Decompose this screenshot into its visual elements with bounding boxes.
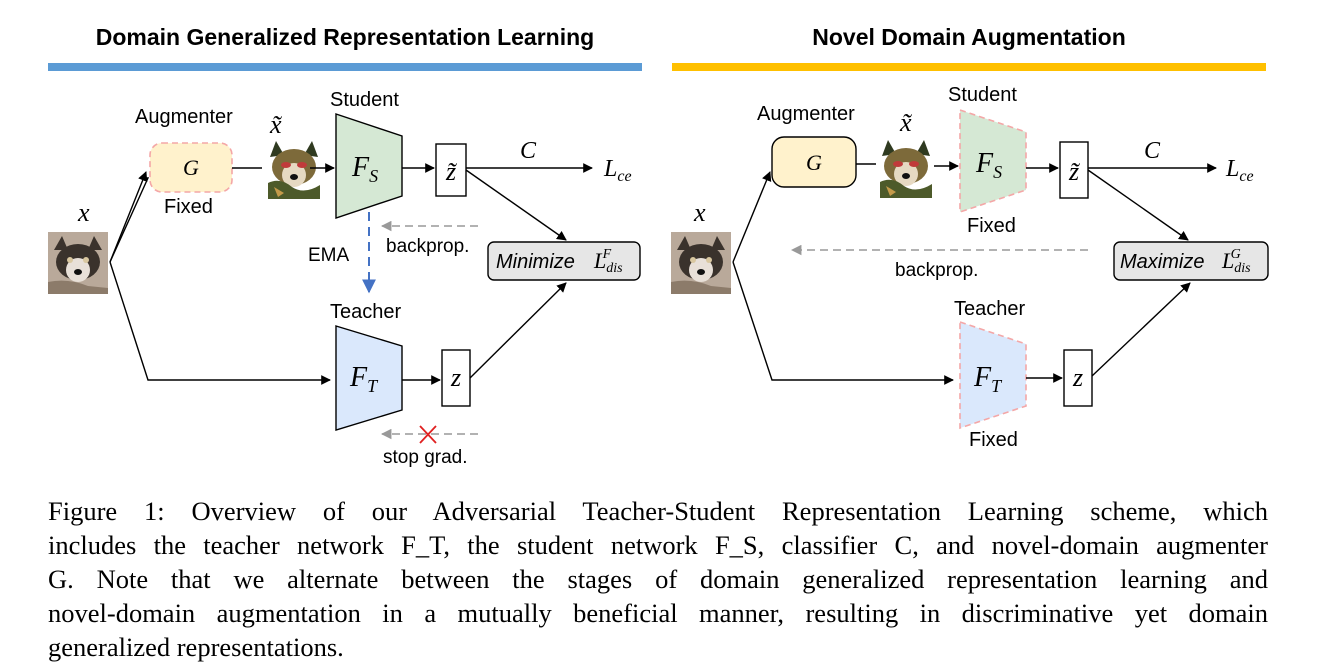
caption-line-2: includes the teacher network F_T, the st…	[48, 530, 1268, 560]
augmenter-symbol: G	[183, 155, 199, 180]
teacher-label: Teacher	[330, 301, 401, 323]
student-network-right	[959, 108, 1027, 214]
classifier-label-right: C	[1144, 138, 1161, 164]
figure-caption: Figure 1: Overview of our Adversarial Te…	[48, 494, 1268, 664]
augmenter-symbol-right: G	[806, 150, 822, 175]
backprop-label-right: backprop.	[895, 260, 978, 281]
student-symbol: FS	[351, 152, 378, 186]
student-network	[335, 113, 403, 219]
stop-grad-label: stop grad.	[383, 447, 468, 468]
augmenter-block-right	[771, 136, 857, 188]
left-panel: x Augmenter G Fixed x̃ Student FS z̃ C L…	[48, 89, 641, 468]
teacher-label-right: Teacher	[954, 298, 1025, 320]
loss-ce-label: Lce	[603, 156, 632, 185]
panel-title-left: Domain Generalized Representation Learni…	[95, 24, 595, 50]
student-feature-box	[435, 143, 467, 197]
edge-ztilde-to-objective-right	[1087, 169, 1189, 241]
input-x-label-right: x	[693, 198, 706, 227]
classifier-label: C	[520, 138, 537, 164]
objective-minimize-label: Minimize	[496, 251, 575, 273]
teacher-network-right	[959, 320, 1027, 430]
student-label: Student	[330, 89, 399, 111]
objective-maximize-label: Maximize	[1120, 251, 1204, 273]
edge-x-augmenter-arrow	[109, 171, 148, 263]
edge-x-augmenter-right	[732, 171, 772, 263]
teacher-feature-label-right: z	[1072, 363, 1083, 392]
student-symbol-right: FS	[975, 148, 1002, 182]
stop-grad-cross-2	[419, 425, 437, 444]
edge-z-to-objective-right	[1091, 282, 1191, 377]
loss-dis-label-right: LdisG	[1221, 247, 1251, 276]
input-image	[48, 232, 108, 294]
objective-minimize-box	[487, 241, 641, 281]
objective-maximize-box	[1113, 241, 1269, 281]
input-image-right	[671, 232, 731, 294]
edge-x-to-teacher	[109, 261, 331, 385]
caption-line-4: novel-domain augmentation in a mutually …	[48, 598, 1268, 628]
augmented-input-label: x̃	[269, 110, 283, 139]
student-label-right: Student	[948, 84, 1017, 106]
backprop-label: backprop.	[386, 236, 469, 257]
augmenter-fixed-label: Fixed	[164, 196, 213, 218]
augmented-image-right	[876, 136, 936, 198]
caption-line-5: generalized representations.	[48, 632, 344, 662]
panel-bar-right	[672, 63, 1266, 71]
augmented-input-label-right: x̃	[899, 108, 913, 137]
right-panel: x Augmenter G x̃ Student FS Fixed z̃ C L…	[671, 84, 1269, 451]
student-feature-box-right	[1059, 141, 1089, 199]
panel-bar-left	[48, 63, 642, 71]
student-feature-label-right: z̃	[1068, 157, 1081, 186]
edge-z-to-objective	[469, 282, 567, 379]
caption-line-1: Figure 1: Overview of our Adversarial Te…	[48, 496, 1268, 526]
loss-dis-label: LdisF	[593, 247, 623, 276]
panel-title-right: Novel Domain Augmentation	[812, 24, 1126, 50]
framework-diagram: x Augmenter G Fixed x̃ Student FS z̃ C L…	[48, 84, 1269, 468]
student-feature-label: z̃	[445, 157, 458, 186]
teacher-network	[335, 325, 403, 431]
augmenter-block	[149, 142, 233, 193]
teacher-symbol: FT	[349, 362, 379, 396]
edge-x-to-teacher-right	[732, 261, 954, 385]
ema-label: EMA	[308, 245, 350, 266]
student-fixed-label-right: Fixed	[967, 215, 1016, 237]
teacher-feature-box-right	[1063, 349, 1093, 407]
loss-ce-label-right: Lce	[1225, 156, 1254, 185]
teacher-symbol-right: FT	[973, 362, 1003, 396]
augmenter-label: Augmenter	[135, 106, 233, 128]
caption-line-3: G. Note that we alternate between the st…	[48, 564, 1268, 594]
input-x-label: x	[77, 198, 90, 227]
teacher-fixed-label-right: Fixed	[969, 429, 1018, 451]
augmenter-label-right: Augmenter	[757, 103, 855, 125]
teacher-feature-label: z	[450, 363, 461, 392]
teacher-feature-box	[441, 349, 471, 407]
edge-ztilde-to-objective	[465, 169, 567, 241]
